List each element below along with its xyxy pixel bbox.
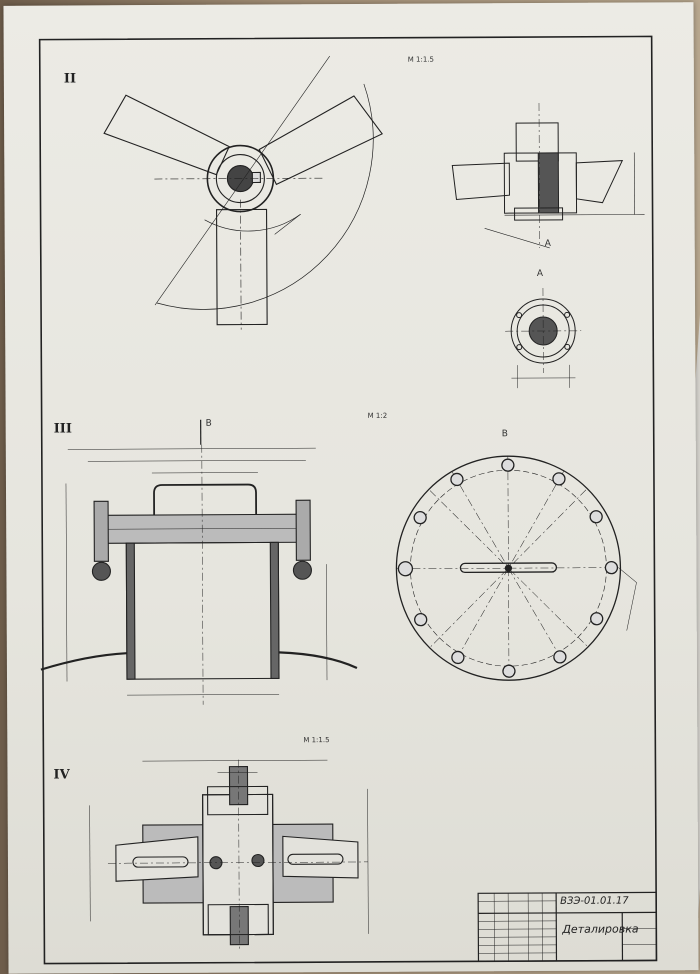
view-label-iii: III [53,421,72,437]
scale-label-ii: M 1:1.5 [407,55,434,64]
view-label-ii: II [63,71,77,87]
view-b-lid-plan [395,455,637,681]
view-label-iv: IV [53,767,70,783]
section-b-title: B [501,429,508,440]
section-b-marker: B [205,418,212,429]
view-iv-coupling [89,759,369,950]
technical-drawing [38,35,658,965]
drawing-frame [38,35,658,965]
title-block [477,891,658,962]
drawing-title: Деталировка [562,922,639,936]
hub-section-view [451,103,645,249]
section-a-marker: A [544,238,551,249]
scale-label-iv: M 1:1.5 [303,736,330,745]
view-ii-mixer [103,55,383,330]
scale-label-iii: M 1:2 [367,411,388,420]
section-a-title: A [536,268,544,280]
drawing-code: ВЗЭ-01.01.17 [560,895,629,907]
section-a-flange [505,287,582,389]
drawing-sheet: II M 1:1.5 III M 1:2 IV M 1:1.5 A A B B … [3,2,699,974]
view-iii-vessel [40,419,358,705]
